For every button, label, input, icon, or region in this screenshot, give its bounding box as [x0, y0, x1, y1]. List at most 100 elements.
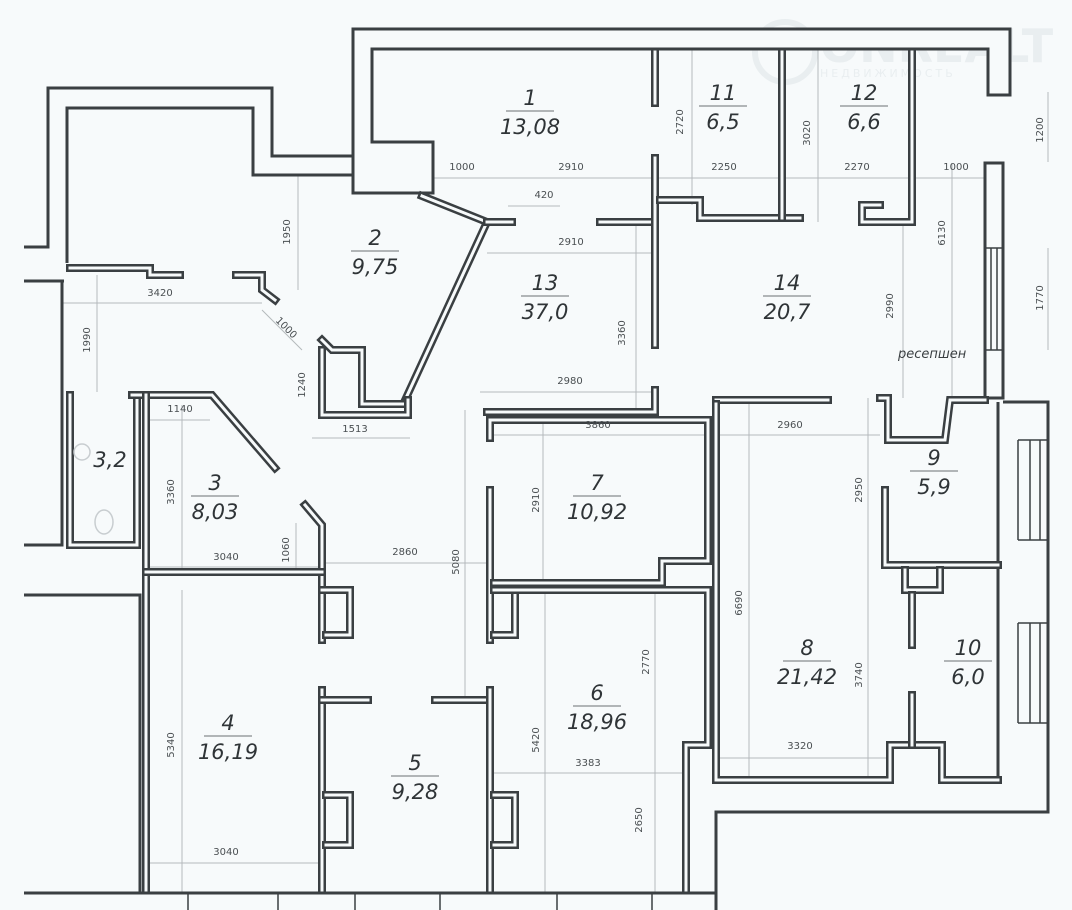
interior-wall: [488, 418, 710, 585]
dimension-label: 1000: [449, 162, 474, 173]
east-column: [983, 161, 1005, 400]
room-label: 126,6: [840, 81, 888, 134]
interior-wall: [876, 394, 989, 444]
dimension-label: 2860: [392, 547, 417, 558]
dimension-label: 2980: [557, 376, 582, 387]
dimension-label: 5340: [166, 732, 177, 757]
interior-wall: [302, 502, 324, 642]
room-number: 13: [532, 271, 559, 295]
interior-wall: [319, 337, 410, 406]
toilet-icon: [94, 509, 114, 535]
wall: [24, 281, 64, 547]
room-area: 37,0: [522, 300, 569, 324]
dimension-label: 1000: [273, 315, 299, 341]
room-label: 38,03: [191, 471, 239, 524]
dimension-label: 3740: [854, 662, 865, 687]
dimension-label: 3383: [575, 758, 600, 769]
dimension-label: 2720: [675, 109, 686, 134]
interior-wall: [400, 190, 493, 404]
room-area: 10,92: [567, 500, 627, 524]
interior-wall: [492, 588, 710, 892]
dimension-label: 2910: [531, 487, 542, 512]
interior-wall: [320, 348, 410, 417]
dimension-label: 3040: [213, 847, 238, 858]
dimension-label: 2910: [558, 237, 583, 248]
interior-wall: [320, 588, 352, 637]
interior-wall: [130, 393, 278, 471]
dimension-label: 3860: [585, 420, 610, 431]
dimension-label: 2910: [558, 162, 583, 173]
interior-wall: [881, 486, 1002, 569]
dimension-label: 1000: [943, 162, 968, 173]
dimension-label: 1240: [297, 372, 308, 397]
watermark-tagline: НЕДВИЖИМОСТЬ: [820, 67, 956, 80]
dimension-label: 5420: [531, 727, 542, 752]
west-wing-inner: [65, 106, 353, 263]
dimension-label: 3360: [166, 479, 177, 504]
room-area: 6,5: [706, 110, 739, 134]
dimension-label: 1060: [281, 537, 292, 562]
interior-wall: [714, 402, 1000, 782]
interior-wall: [490, 586, 519, 639]
interior-wall: [903, 568, 942, 592]
room-area: 16,19: [198, 740, 258, 764]
room-number: 6: [590, 681, 603, 705]
room-label: 113,08: [500, 86, 560, 139]
room-area: 5,9: [917, 475, 950, 499]
room-number: 4: [221, 711, 234, 735]
interior-wall: [878, 396, 987, 442]
outer-walls: [24, 27, 1050, 910]
dimension-label: 3320: [787, 741, 812, 752]
window: [187, 893, 653, 910]
interior-wall: [490, 791, 519, 849]
dimension-label: 1770: [1035, 285, 1046, 310]
room-area: 13,08: [500, 115, 560, 139]
room-number: 1: [523, 86, 536, 110]
interior-wall: [490, 586, 712, 894]
room-label: 116,5: [699, 81, 747, 134]
room-area: 9,75: [352, 255, 399, 279]
room-area: 6,0: [951, 665, 984, 689]
dimension-label: 1140: [167, 404, 192, 415]
north-wall: [351, 27, 1012, 195]
room-number: 8: [800, 636, 813, 660]
room-area: 6,6: [847, 110, 880, 134]
room-area: 21,42: [777, 665, 837, 689]
room-label: 710,92: [567, 471, 627, 524]
dimension-label: 6130: [937, 220, 948, 245]
dimension-label: 2250: [711, 162, 736, 173]
dimension-label: 2960: [777, 420, 802, 431]
room-number: 12: [851, 81, 878, 105]
room-label: 13 37,0: [521, 271, 569, 324]
room-number: 7: [590, 471, 604, 495]
interior-wall: [883, 488, 1000, 567]
room-number: 9: [927, 446, 940, 470]
room-number: 5: [408, 751, 421, 775]
interior-wall: [485, 388, 657, 414]
interior-walls: [66, 48, 1002, 894]
room-area: 20,7: [764, 300, 811, 324]
dimension-line: [261, 309, 303, 351]
dimension-label: 1950: [282, 219, 293, 244]
dimension-label: 2270: [844, 162, 869, 173]
interior-wall: [68, 266, 182, 277]
room-number: 11: [710, 81, 737, 105]
reception-label: ресепшен: [897, 347, 967, 362]
window: [985, 247, 1003, 351]
interior-wall: [234, 273, 278, 303]
dimension-label: 1513: [342, 424, 367, 435]
dimension-label: 2950: [854, 477, 865, 502]
room-label: 59,28: [391, 751, 439, 804]
dimension-lines: [62, 50, 1049, 893]
interior-wall: [68, 393, 139, 547]
room-label: 106,0: [944, 636, 992, 689]
window: [1017, 439, 1048, 541]
dimension-label: 3020: [802, 120, 813, 145]
dimension-label: 420: [534, 190, 553, 201]
dimension-label: 2990: [885, 293, 896, 318]
interior-wall: [860, 50, 914, 224]
room-label: 618,96: [567, 681, 627, 734]
